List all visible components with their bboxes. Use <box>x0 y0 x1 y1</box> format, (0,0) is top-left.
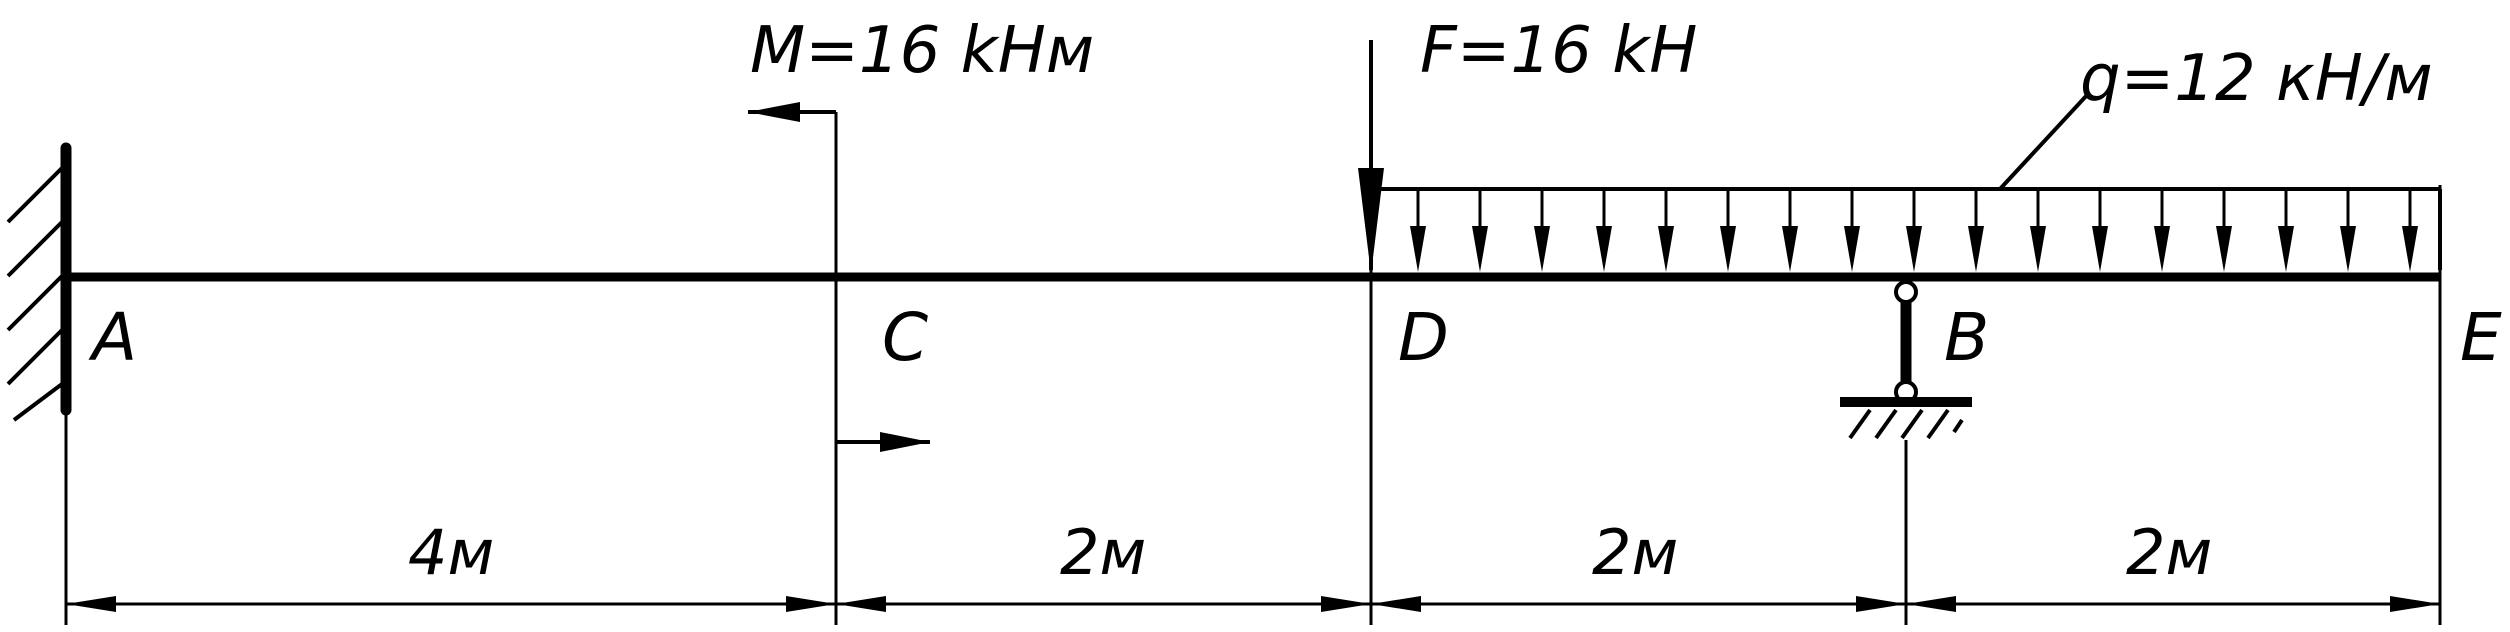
load-arrow-head <box>1596 226 1612 272</box>
load-arrow-head <box>1410 226 1426 272</box>
load-arrow-head <box>1782 226 1798 272</box>
load-arrow-head <box>2092 226 2108 272</box>
load-arrow-head <box>2278 226 2294 272</box>
load-arrow-head <box>1658 226 1674 272</box>
load-arrow-head <box>2154 226 2170 272</box>
dimension-label-db: 2м <box>1592 516 1678 589</box>
point-label-b: B <box>1944 299 1989 376</box>
point-label-a: A <box>88 299 137 376</box>
load-arrow-head <box>1906 226 1922 272</box>
point-label-c: C <box>882 299 928 376</box>
load-arrow-head <box>2216 226 2232 272</box>
load-arrow-head <box>1968 226 1984 272</box>
load-arrow-head <box>2402 226 2418 272</box>
pin-support-b <box>1840 280 1972 440</box>
distributed-load-label: q=12 кН/м <box>2080 42 2433 116</box>
moment-label: M=16 kHм <box>750 14 1094 88</box>
dimension-label-cd: 2м <box>1060 516 1146 589</box>
force-label: F=16 kH <box>1420 14 1697 88</box>
load-arrow-head <box>2340 226 2356 272</box>
dimension-arrows <box>66 596 2440 612</box>
dimension-label-be: 2м <box>2126 516 2212 589</box>
force-f-arrow <box>1358 40 1384 274</box>
moment-m-symbol <box>748 102 930 452</box>
point-label-d: D <box>1398 299 1449 376</box>
load-arrow-head <box>2030 226 2046 272</box>
load-arrow-head <box>1534 226 1550 272</box>
point-label-e: E <box>2460 299 2502 376</box>
fixed-support-a <box>6 142 72 422</box>
load-arrow-head <box>1472 226 1488 272</box>
load-arrow-head <box>1720 226 1736 272</box>
load-arrow-head <box>1844 226 1860 272</box>
distributed-load-q <box>1371 92 2442 272</box>
dimension-label-ac: 4м <box>408 516 494 589</box>
